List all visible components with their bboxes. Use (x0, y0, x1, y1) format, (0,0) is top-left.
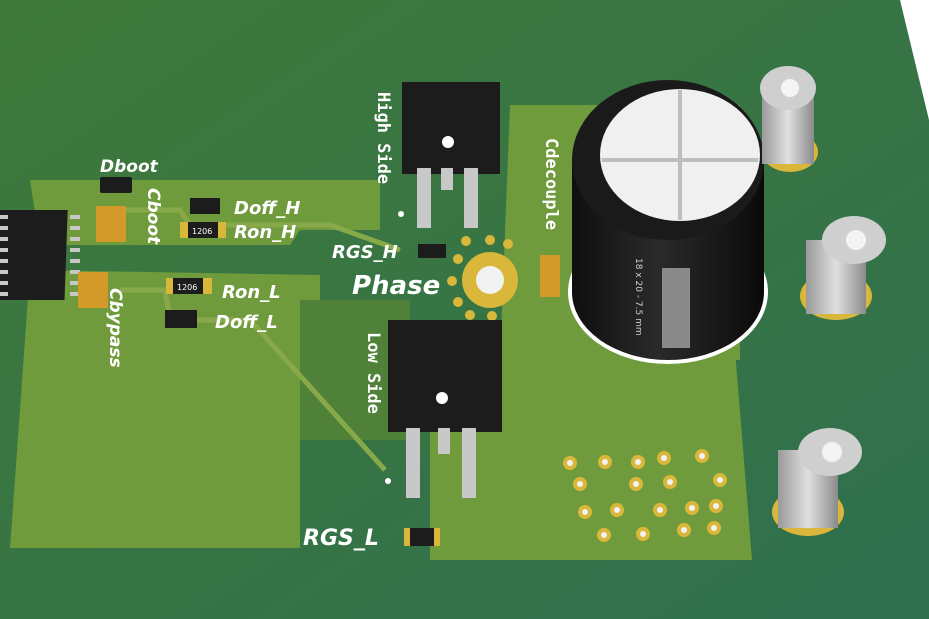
high-side-mosfet (402, 82, 500, 228)
label-cdecouple: Cdecouple (541, 138, 561, 230)
ron-h-marking: 1206 (192, 227, 212, 236)
label-phase: Phase (352, 271, 440, 301)
standoff-1 (760, 66, 818, 172)
label-doff-h: Doff_H (234, 198, 300, 219)
label-cbypass: Cbypass (105, 288, 125, 368)
rgs-h-resistor (418, 244, 446, 258)
pin1-dot-low (385, 478, 391, 484)
label-ron-l: Ron_L (222, 282, 281, 303)
pin1-dot-high (398, 211, 404, 217)
label-rgs-l: RGS_L (303, 526, 379, 551)
label-cboot: Cboot (143, 188, 163, 245)
cdecouple-capacitor (540, 255, 560, 297)
ground-vias (563, 449, 727, 542)
doff-h-diode (190, 198, 220, 214)
dboot-diode (100, 177, 132, 193)
cap-marking: 18 x 20 - 7.5 mm (633, 258, 643, 336)
rgs-l-resistor (410, 528, 434, 546)
driver-ic (0, 210, 80, 300)
electrolytic-capacitor: 18 x 20 - 7.5 mm (568, 80, 768, 364)
label-dboot: Dboot (100, 157, 159, 177)
copper-pour-low (10, 270, 320, 548)
label-low-side: Low Side (363, 332, 383, 414)
phase-vias (447, 235, 513, 321)
cbypass-capacitor (78, 272, 108, 308)
ron-h-resistor (188, 222, 218, 238)
ron-l-resistor (173, 278, 203, 294)
label-doff-l: Doff_L (215, 312, 278, 333)
ron-l-marking: 1206 (177, 283, 197, 292)
label-high-side: High Side (373, 92, 393, 184)
label-rgs-h: RGS_H (332, 242, 398, 263)
label-ron-h: Ron_H (234, 222, 296, 243)
standoff-2 (800, 216, 886, 320)
copper-pour-ground (430, 350, 752, 560)
board-edge-corner (900, 0, 929, 120)
standoff-3 (772, 428, 862, 536)
cboot-capacitor (96, 206, 126, 242)
low-side-mosfet (388, 320, 502, 498)
doff-l-diode (165, 310, 197, 328)
